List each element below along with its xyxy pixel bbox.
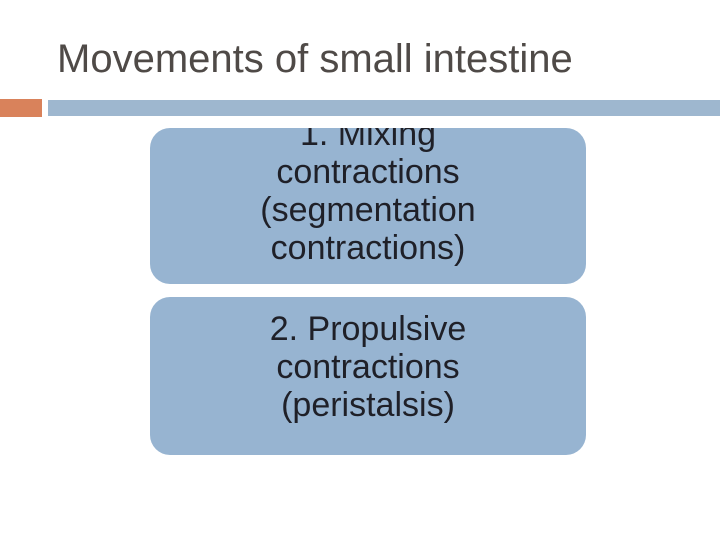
list-item-line: 2. Propulsive xyxy=(269,310,467,348)
slide-title: Movements of small intestine xyxy=(57,37,573,81)
list-item-propulsive-contractions: 2. Propulsive contractions (peristalsis) xyxy=(150,297,586,455)
list-item-line: contractions xyxy=(276,153,460,191)
title-accent-orange-bar xyxy=(0,99,42,117)
title-accent-blue-bar xyxy=(48,100,720,116)
list-item-line: (segmentation xyxy=(260,191,476,229)
list-item-mixing-contractions: 1. Mixing contractions (segmentation con… xyxy=(150,128,586,284)
list-item-line: contractions xyxy=(276,348,460,386)
list-item-line: contractions) xyxy=(270,229,466,267)
list-item-line: (peristalsis) xyxy=(281,386,455,424)
list-item-line: 1. Mixing xyxy=(299,128,437,153)
list-item-text: 2. Propulsive contractions (peristalsis) xyxy=(150,310,586,424)
list-item-text: 1. Mixing contractions (segmentation con… xyxy=(150,128,586,267)
